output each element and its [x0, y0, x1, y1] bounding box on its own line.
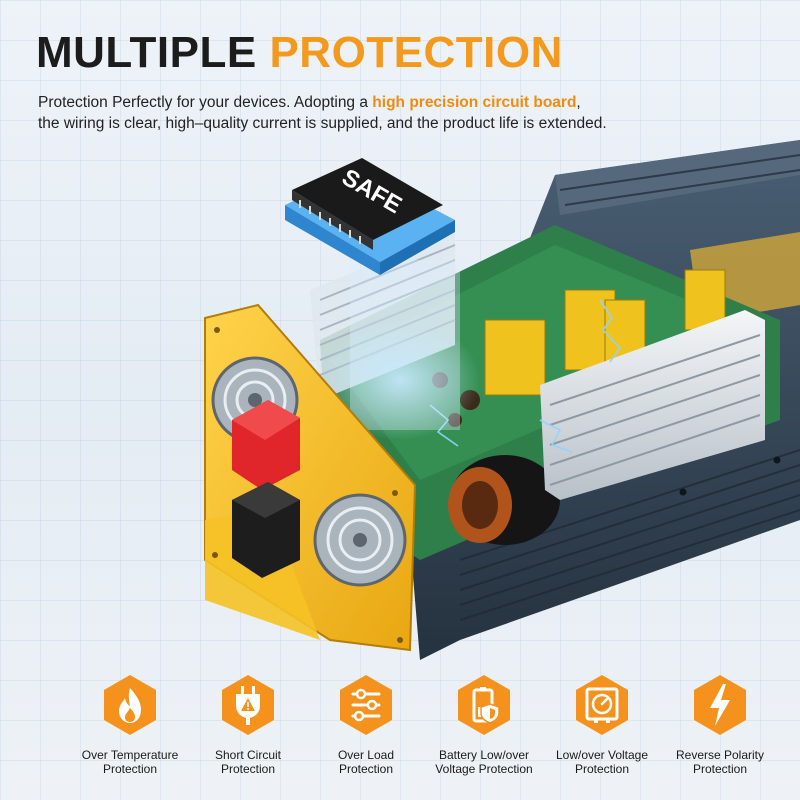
sliders-icon — [339, 674, 393, 736]
title-word-multiple: MULTIPLE — [36, 28, 257, 77]
flame-icon — [103, 674, 157, 736]
safe-chip: SAFE — [285, 158, 455, 275]
red-terminal-cap — [232, 400, 300, 490]
description-text-1: Protection Perfectly for your devices. A… — [38, 94, 373, 111]
lightning-icon — [693, 674, 747, 736]
front-panel — [204, 303, 417, 652]
inverter-product-image: SAFE — [204, 140, 800, 660]
title-word-protection: PROTECTION — [269, 28, 563, 77]
light-beam — [350, 260, 460, 430]
page-title: MULTIPLE PROTECTION — [36, 28, 563, 78]
battery-shield-icon — [457, 674, 511, 736]
cooling-fan-right — [313, 493, 407, 587]
plug-warning-icon — [221, 674, 275, 736]
gauge-icon — [575, 674, 629, 736]
description-line-2: the wiring is clear, high–quality curren… — [38, 115, 607, 132]
description-highlight: high precision circuit board — [372, 94, 577, 111]
description-text-2: , — [576, 94, 581, 111]
description: Protection Perfectly for your devices. A… — [38, 92, 768, 134]
circuit-board — [310, 225, 780, 560]
black-terminal-cap — [232, 482, 300, 578]
